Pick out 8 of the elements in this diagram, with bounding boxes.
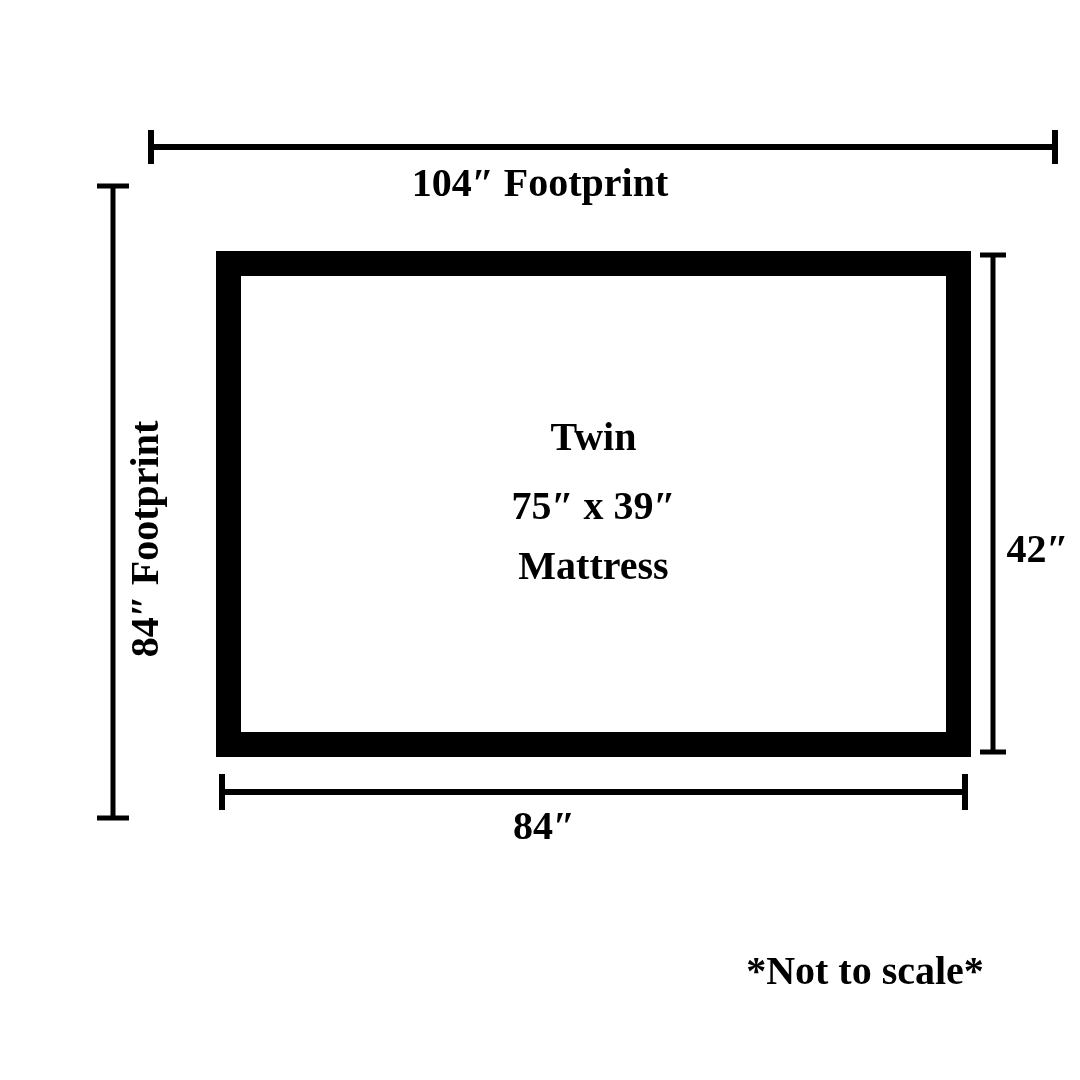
size-title: Twin <box>550 413 637 461</box>
dimension-label: 84″ <box>511 802 577 850</box>
note-text: *Not to scale* <box>745 947 985 995</box>
mattress-footprint-box <box>216 251 971 757</box>
dimension-label: 104″ Footprint <box>410 159 670 207</box>
mattress-dimensions: 75″ x 39″ Mattress <box>510 482 677 590</box>
dimension-label: 84″ Footprint <box>121 419 168 660</box>
dimension-label: 42″ <box>1005 525 1070 573</box>
